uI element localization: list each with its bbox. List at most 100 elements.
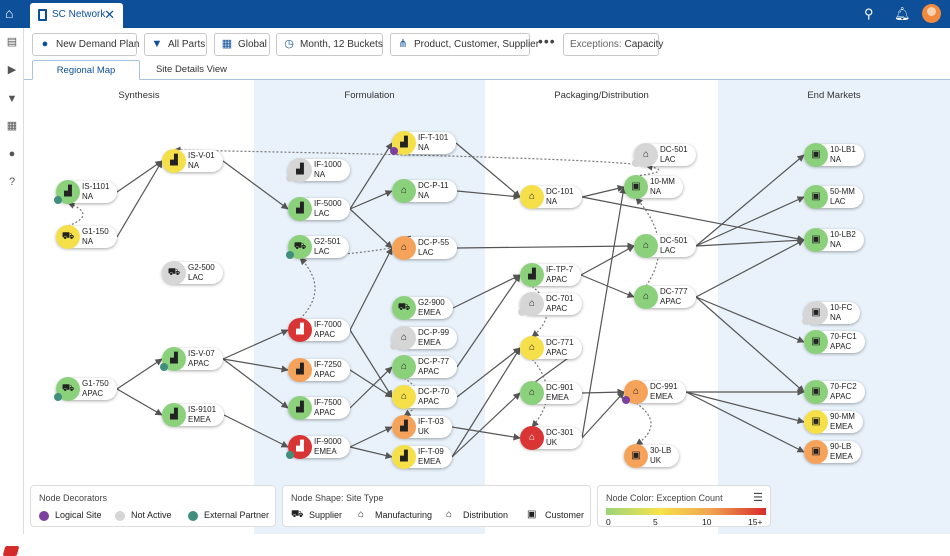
flow-edge (685, 391, 805, 453)
node-region: UK (546, 438, 558, 447)
customer-icon: ▣ (804, 330, 828, 354)
home-icon[interactable]: ⌂ (5, 5, 14, 21)
supplier-icon: ⛟ (56, 377, 80, 401)
toolbar-button-global[interactable]: ▦Global (214, 33, 270, 56)
node-region: NA (830, 155, 842, 164)
legend-title: Node Decorators (39, 493, 108, 503)
bell-icon[interactable]: 🔔︎ (894, 6, 911, 21)
calendar-check-icon[interactable]: ▦ (6, 120, 18, 132)
search-icon[interactable]: ⚲ (864, 6, 874, 21)
flow-edge (456, 274, 521, 368)
node-id: IS-V-01 (188, 151, 215, 160)
toolbar-button-all-parts[interactable]: ▼All Parts (144, 33, 207, 56)
avatar[interactable] (922, 4, 941, 23)
toolbar-button-new-demand-plan[interactable]: ●New Demand Plan (32, 33, 139, 56)
flow-edge (635, 197, 660, 287)
node-id: DC-777 (660, 287, 688, 296)
supplier-icon: ⛟ (56, 225, 80, 249)
legend-title: Node Shape: Site Type (291, 493, 384, 503)
node-id: DC-P-99 (418, 328, 450, 337)
legend-external-partner: External Partner (204, 510, 270, 520)
close-icon[interactable]: ✕ (104, 7, 115, 22)
legend-decorators: Node Decorators Logical Site Not Active … (30, 485, 276, 527)
toolbar-button-product-customer-supplier[interactable]: ⋔Product, Customer, Supplier (390, 33, 539, 56)
not-active-dot (115, 511, 125, 521)
chat-icon[interactable]: ● (8, 148, 16, 160)
distribution-icon: ⌂ (392, 236, 416, 260)
node-id: G2-900 (418, 298, 445, 307)
exceptions-filter[interactable]: Exceptions: Capacity (563, 33, 663, 56)
network-map[interactable]: Synthesis Formulation Packaging/Distribu… (24, 80, 950, 534)
document-icon[interactable]: ▤ (6, 36, 18, 48)
customer-icon: ▣ (804, 440, 828, 464)
flow-edge (116, 160, 163, 238)
play-icon[interactable]: ▶ (7, 64, 17, 76)
tab-site-details-view[interactable]: Site Details View (155, 64, 228, 75)
node-id: DC-101 (546, 187, 574, 196)
toolbar-button-label: All Parts (168, 39, 206, 50)
flow-edge (349, 369, 393, 398)
node-region: EMEA (418, 308, 441, 317)
clock-icon: ◷ (284, 38, 294, 50)
flow-edge (581, 196, 805, 243)
tab-regional-map[interactable]: Regional Map (32, 60, 140, 80)
view-tabs: Regional Map Site Details View (24, 60, 950, 80)
decorator-inactive (390, 342, 398, 350)
customer-icon: ▣ (624, 444, 648, 468)
more-icon[interactable]: ••• (538, 33, 556, 49)
node-id: DC-771 (546, 338, 574, 347)
settings-sliders-icon[interactable]: ☰ (753, 492, 763, 504)
tab-sc-network[interactable]: SC Network ✕ (30, 3, 123, 28)
node-region: UK (650, 456, 662, 465)
toolbar-button-month-12-buckets[interactable]: ◷Month, 12 Buckets (276, 33, 383, 56)
help-icon[interactable]: ? (8, 176, 16, 188)
distribution-icon: ⌂ (634, 234, 658, 258)
filter-icon[interactable]: ▼ (6, 93, 18, 105)
node-region: EMEA (650, 392, 673, 401)
flow-edge (581, 184, 625, 198)
